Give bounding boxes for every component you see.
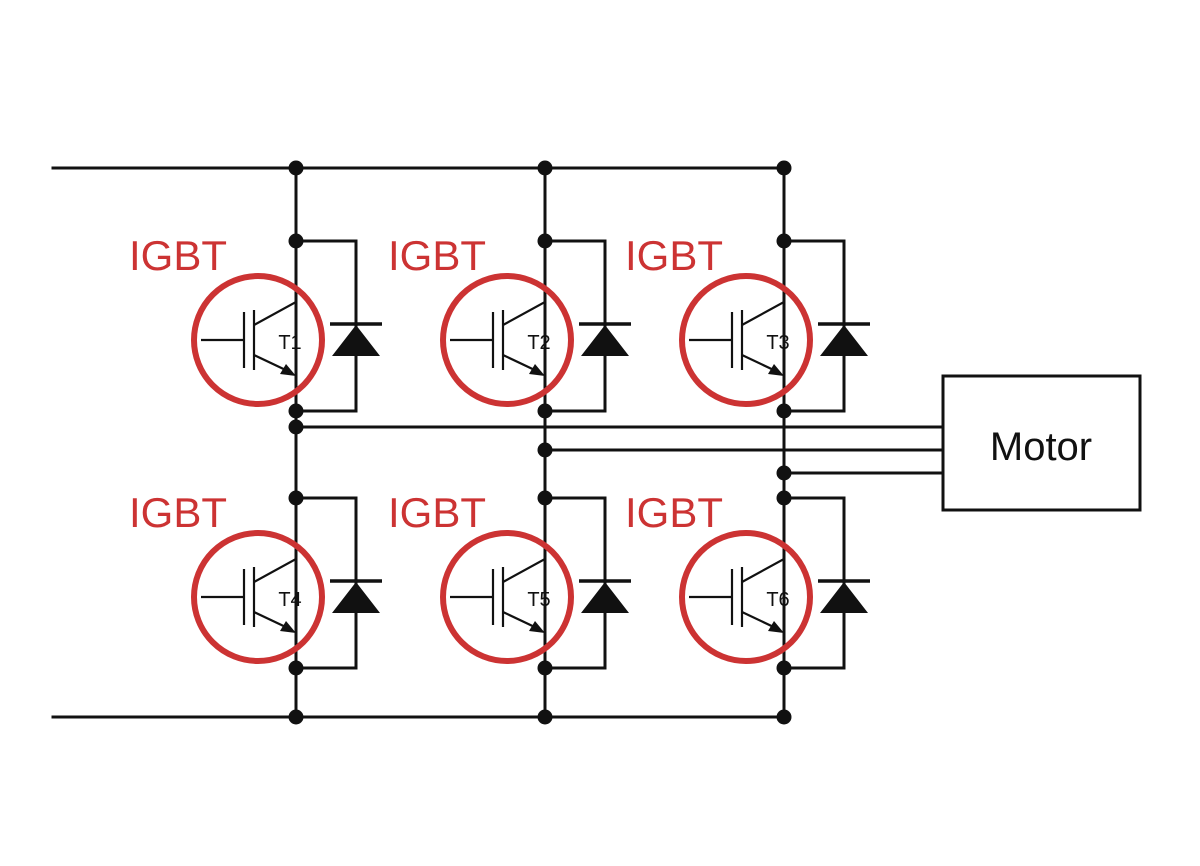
transistor-id-label: T2 bbox=[527, 332, 550, 354]
transistor-id-label: T3 bbox=[766, 332, 789, 354]
igbt-transistor-icon bbox=[689, 241, 786, 411]
igbt-transistor-icon bbox=[450, 498, 547, 668]
igbt-highlight-ring bbox=[440, 273, 574, 407]
emitter-arrow bbox=[529, 364, 545, 376]
junction-dot-icon bbox=[537, 160, 553, 176]
junction-dot-icon bbox=[537, 403, 553, 419]
igbt-type-label: IGBT bbox=[388, 489, 486, 536]
junction-dot-icon bbox=[776, 709, 792, 725]
junction-dot-icon bbox=[537, 709, 553, 725]
collector-lead bbox=[502, 241, 547, 326]
emitter-arrow bbox=[768, 364, 784, 376]
igbt-transistor-icon bbox=[201, 498, 298, 668]
igbt-type-label: IGBT bbox=[129, 232, 227, 279]
diode-triangle bbox=[332, 582, 380, 613]
freewheeling-diode-icon bbox=[579, 579, 631, 613]
junction-dot-icon bbox=[776, 160, 792, 176]
transistor-id-label: T1 bbox=[278, 332, 301, 354]
diode-triangle bbox=[820, 582, 868, 613]
junction-dot-icon bbox=[537, 233, 553, 249]
igbt-cell-t2: IGBT T2 bbox=[388, 232, 631, 413]
igbt-type-label: IGBT bbox=[388, 232, 486, 279]
transistor-id-label: T6 bbox=[766, 589, 789, 611]
freewheeling-diode-icon bbox=[330, 579, 382, 613]
junction-dot-icon bbox=[288, 419, 304, 435]
motor-label: Motor bbox=[990, 425, 1092, 469]
igbt-type-label: IGBT bbox=[625, 232, 723, 279]
junction-dot-icon bbox=[288, 660, 304, 676]
junction-dots bbox=[288, 160, 792, 725]
junction-dot-icon bbox=[776, 465, 792, 481]
junction-dot-icon bbox=[537, 660, 553, 676]
igbt-highlight-ring bbox=[440, 530, 574, 664]
emitter-arrow bbox=[280, 364, 296, 376]
diode-triangle bbox=[820, 325, 868, 356]
igbt-highlight-ring bbox=[679, 273, 813, 407]
collector-lead bbox=[502, 498, 547, 583]
diode-triangle bbox=[581, 325, 629, 356]
transistor-id-label: T5 bbox=[527, 589, 550, 611]
emitter-arrow bbox=[280, 621, 296, 633]
freewheeling-diode-icon bbox=[818, 579, 870, 613]
junction-dot-icon bbox=[288, 160, 304, 176]
junction-dot-icon bbox=[776, 233, 792, 249]
junction-dot-icon bbox=[776, 660, 792, 676]
collector-lead bbox=[741, 498, 786, 583]
emitter-arrow bbox=[768, 621, 784, 633]
collector-lead bbox=[741, 241, 786, 326]
freewheeling-diode-icon bbox=[818, 322, 870, 356]
igbt-transistor-icon bbox=[201, 241, 298, 411]
junction-dot-icon bbox=[288, 709, 304, 725]
igbt-cell-t3: IGBT T3 bbox=[625, 232, 870, 413]
junction-dot-icon bbox=[288, 490, 304, 506]
motor-block: Motor bbox=[941, 374, 1142, 512]
igbt-cell-t4: IGBT T4 bbox=[129, 489, 382, 670]
junction-dot-icon bbox=[288, 403, 304, 419]
igbt-type-label: IGBT bbox=[625, 489, 723, 536]
diode-triangle bbox=[581, 582, 629, 613]
igbt-cell-t5: IGBT T5 bbox=[388, 489, 631, 670]
junction-dot-icon bbox=[537, 490, 553, 506]
transistor-id-label: T4 bbox=[278, 589, 301, 611]
collector-lead bbox=[253, 241, 298, 326]
junction-dot-icon bbox=[776, 490, 792, 506]
igbt-highlight-ring bbox=[679, 530, 813, 664]
freewheeling-diode-icon bbox=[579, 322, 631, 356]
freewheeling-diode-icon bbox=[330, 322, 382, 356]
igbt-type-label: IGBT bbox=[129, 489, 227, 536]
emitter-arrow bbox=[529, 621, 545, 633]
diode-triangle bbox=[332, 325, 380, 356]
igbt-highlight-ring bbox=[191, 273, 325, 407]
motor-box bbox=[941, 374, 1142, 512]
junction-dot-icon bbox=[537, 442, 553, 458]
junction-dot-icon bbox=[776, 403, 792, 419]
igbt-cell-t1: IGBT T1 bbox=[129, 232, 382, 413]
junction-dot-icon bbox=[288, 233, 304, 249]
collector-lead bbox=[253, 498, 298, 583]
igbt-highlight-ring bbox=[191, 530, 325, 664]
igbt-cell-t6: IGBT T6 bbox=[625, 489, 870, 670]
